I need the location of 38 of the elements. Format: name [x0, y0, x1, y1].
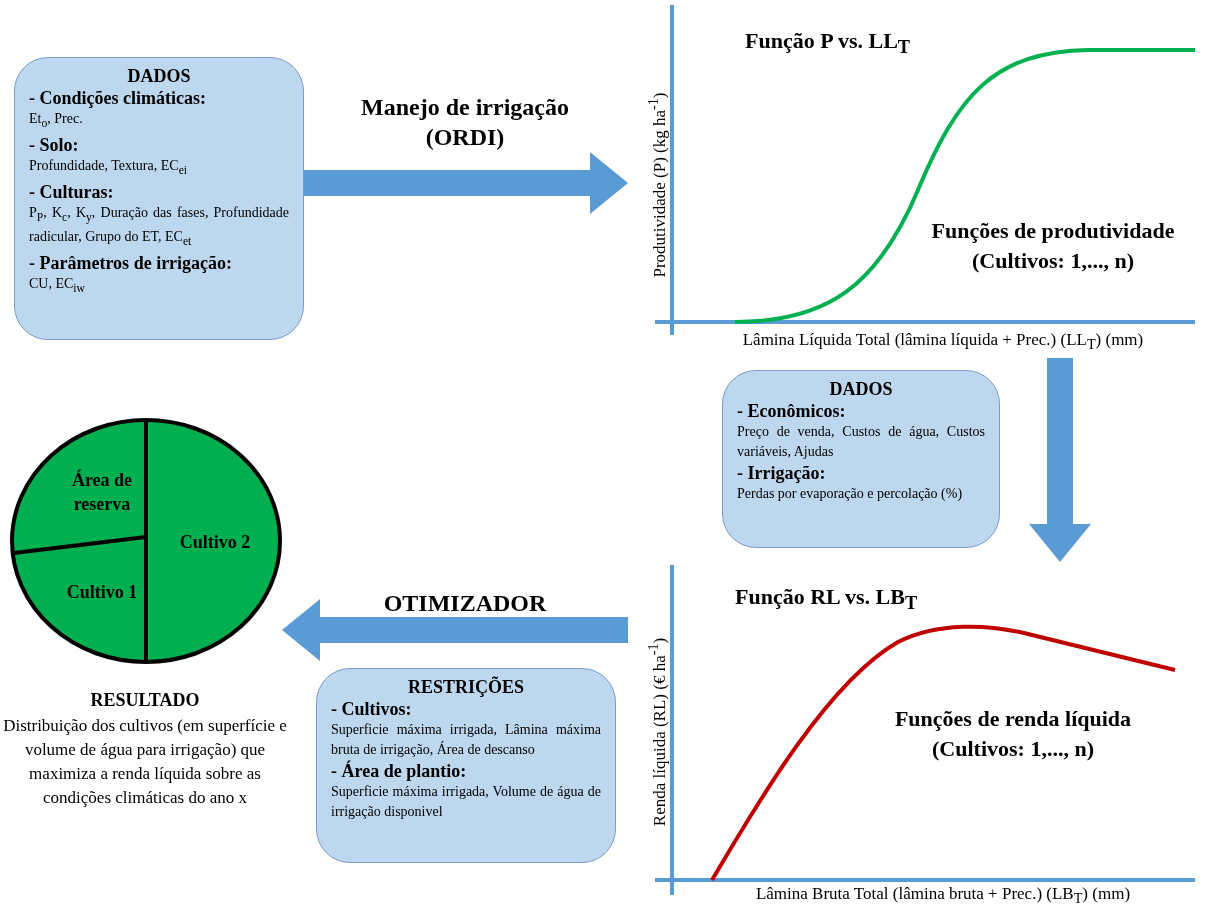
edge-label: Manejo de irrigação (ORDI)	[360, 93, 570, 152]
section-text: Et$_{o}$, Prec.	[29, 110, 84, 132]
data-box	[14, 57, 304, 340]
block-arrow	[1029, 358, 1091, 562]
x-axis-label: Lâmina Bruta Total (lâmina bruta + Prec.) (LB$_{T}$) (mm)	[754, 884, 1132, 908]
section-heading: - Área de plantio:	[331, 760, 468, 782]
section-heading: - Solo:	[29, 133, 80, 156]
section-heading: - Condições climáticas:	[29, 87, 207, 109]
curve-label: Funções de renda líquida (Cultivos: 1,..., n)	[893, 705, 1133, 763]
section-heading: - Cultivos:	[331, 698, 413, 720]
section-heading: - Irrigação:	[737, 462, 827, 484]
section-text: P$_{P}$, K$_{c}$, K$_{y}$, Duração das fases, Profundidade radicular, Grupo do ET, EC$_{et}$	[29, 203, 289, 251]
section-heading: - Culturas:	[29, 180, 115, 203]
slice-label: Cultivo 2	[178, 531, 252, 554]
result-description: Distribuição dos cultivos (em superfície e volume de água para irrigação) que maximiza a renda líquida sobre as condições climáticas do ano x	[2, 715, 288, 809]
section-text: Superficie máxima irrigada, Volume de água de irrigação disponivel	[331, 783, 601, 821]
data-box	[722, 370, 1000, 548]
block-arrow	[282, 599, 628, 661]
slice-label: Área de reserva	[70, 468, 134, 516]
x-axis-label: Lâmina Líquida Total (lâmina líquida + Prec.) (LL$_{T}$) (mm)	[741, 330, 1145, 354]
section-text: Preço de venda, Custos de água, Custos variáveis, Ajudas	[737, 423, 985, 461]
block-arrow	[304, 152, 628, 214]
result-heading: RESULTADO	[89, 690, 201, 711]
box-heading: DADOS	[828, 379, 894, 400]
section-text: Profundidade, Textura, EC$_{ei}$	[29, 156, 189, 179]
section-text: Perdas por evaporação e percolação (%)	[737, 485, 964, 503]
slice-label: Cultivo 1	[65, 581, 139, 604]
section-text: CU, EC$_{iw}$	[29, 275, 86, 297]
section-heading: - Parâmetros de irrigação:	[29, 252, 234, 275]
section-text: Superficie máxima irrigada, Lâmina máxima bruta de irrigação, Área de descanso	[331, 721, 601, 759]
chart-title: Função RL vs. LB$_{T}$	[735, 584, 918, 615]
data-box	[316, 668, 616, 863]
chart-title: Função P vs. LL$_{T}$	[745, 28, 911, 59]
curve-label: Funções de produtividade (Cultivos: 1,..., n)	[930, 217, 1176, 275]
edge-label: OTIMIZADOR	[382, 589, 548, 618]
section-heading: - Econômicos:	[737, 400, 847, 422]
box-heading: DADOS	[126, 66, 192, 87]
box-heading: RESTRIÇÕES	[406, 677, 525, 698]
